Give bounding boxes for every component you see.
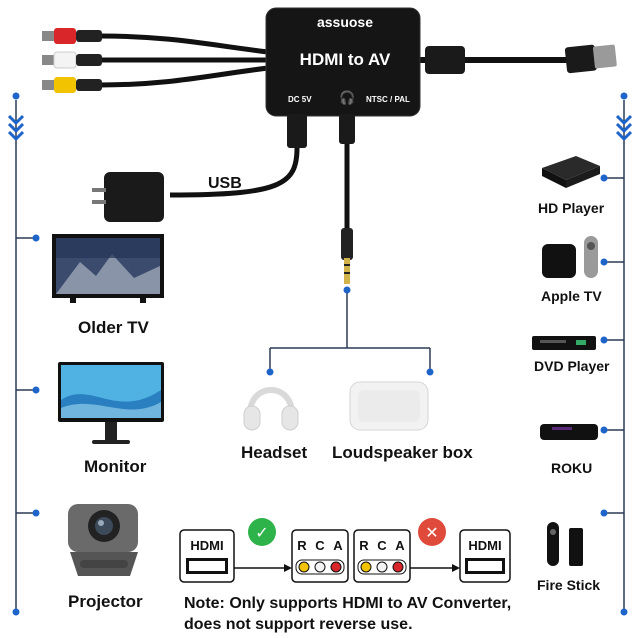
device-label-monitor: Monitor <box>84 457 147 476</box>
device-label-hd-player: HD Player <box>538 200 605 216</box>
audio-label-headset: Headset <box>241 443 308 462</box>
brand-logo: assuose <box>270 14 420 30</box>
older-tv-icon <box>52 234 164 303</box>
conversion-flow: HDMI ✓ R C A R C A ✕ HDMI <box>179 518 511 583</box>
rail-dot <box>600 336 608 344</box>
rail-dot <box>600 258 608 266</box>
rail-dot <box>266 368 274 376</box>
usb-label: USB <box>208 175 242 192</box>
rail-dot <box>426 368 434 376</box>
fire-stick-icon <box>547 522 583 566</box>
rail-dot <box>343 286 351 294</box>
brand-text: assuose <box>316 14 374 30</box>
headset-icon <box>243 387 299 431</box>
port-mode-label: NTSC / PAL <box>366 95 410 104</box>
rail-dot <box>12 92 20 100</box>
cross-icon: ✕ <box>425 523 438 542</box>
rail-dot <box>32 386 40 394</box>
rail-dot <box>32 234 40 242</box>
svg-text:A: A <box>395 538 405 553</box>
rail-dot <box>620 92 628 100</box>
rca-yellow-plug <box>42 77 102 93</box>
dvd-player-icon <box>532 336 596 350</box>
svg-text:R: R <box>297 538 307 553</box>
note-line-1: Note: Only supports HDMI to AV Converter… <box>184 595 512 612</box>
rail-dot <box>600 426 608 434</box>
chevron-down-icon <box>615 114 633 141</box>
device-label-older-tv: Older TV <box>78 318 149 337</box>
device-label-roku: ROKU <box>551 460 593 476</box>
roku-icon <box>540 424 598 440</box>
device-label-apple-tv: Apple TV <box>541 288 602 304</box>
note-line-2: does not support reverse use. <box>184 616 413 633</box>
device-label-projector: Projector <box>68 592 143 611</box>
rail-dot <box>32 509 40 517</box>
loudspeaker-box-icon <box>349 381 429 431</box>
audio-label-loudspeaker: Loudspeaker box <box>332 443 473 462</box>
hdmi-target-label: HDMI <box>468 538 501 553</box>
svg-text:A: A <box>333 538 343 553</box>
hdmi-box-target: HDMI <box>459 529 511 583</box>
device-label-dvd-player: DVD Player <box>534 358 610 374</box>
hd-player-icon <box>542 156 600 188</box>
monitor-icon <box>58 362 164 444</box>
rail-dot <box>600 174 608 182</box>
svg-text:R: R <box>359 538 369 553</box>
rail-dot <box>600 509 608 517</box>
hdmi-box-source: HDMI <box>179 529 235 583</box>
rca-box-source: R C A <box>353 529 411 583</box>
check-icon: ✓ <box>255 523 268 542</box>
device-title: HDMI to AV <box>299 50 391 69</box>
rail-dot <box>620 608 628 616</box>
rca-box-target: R C A <box>291 529 349 583</box>
hdmi-source-label: HDMI <box>190 538 223 553</box>
port-dc-label: DC 5V <box>288 95 312 104</box>
rail-dot <box>12 608 20 616</box>
apple-tv-icon <box>542 236 598 278</box>
svg-text:C: C <box>377 538 387 553</box>
headphone-icon: 🎧 <box>339 90 356 105</box>
projector-icon <box>68 504 138 576</box>
rca-white-plug <box>42 51 102 69</box>
rca-red-plug <box>42 28 102 44</box>
device-label-fire-stick: Fire Stick <box>537 577 601 593</box>
chevron-down-icon <box>7 114 25 141</box>
svg-text:C: C <box>315 538 325 553</box>
